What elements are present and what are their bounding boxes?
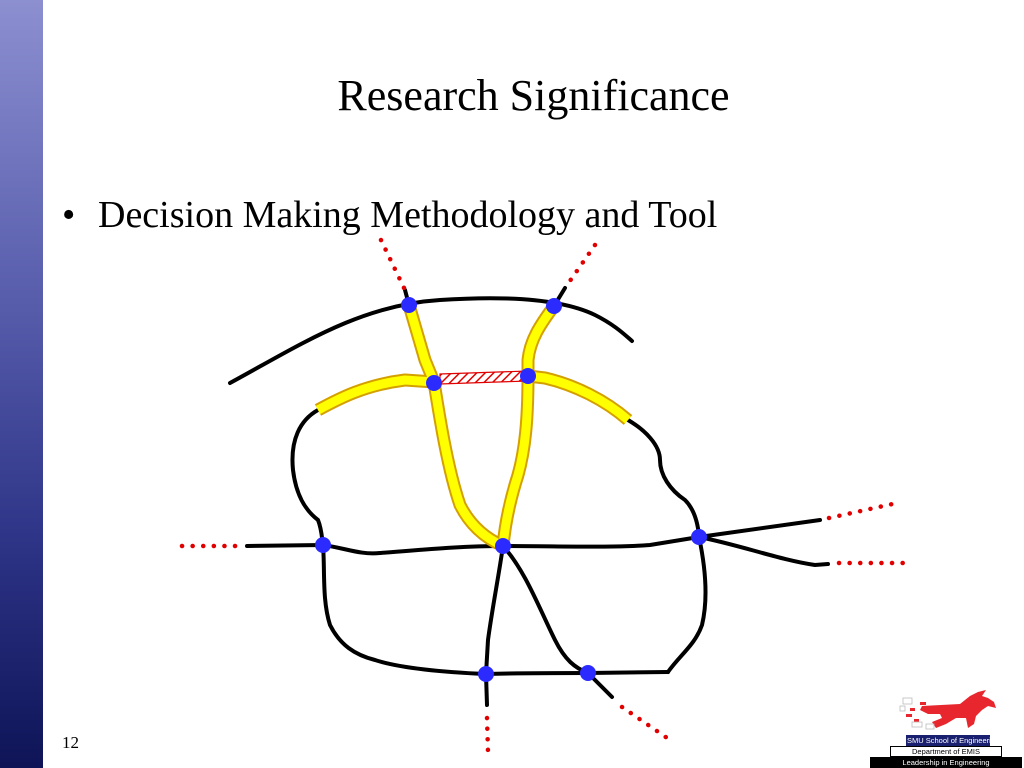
node-top-right [546,298,562,314]
node-middle-right [691,529,707,545]
smu-logo: SMU School of Engineering Department of … [870,688,1022,768]
bullet-dot: • [62,194,76,236]
highlighted-routes [314,302,633,552]
road-bottom-horizontal [484,670,670,676]
slide-number: 12 [62,733,79,752]
node-upper-left [426,375,442,391]
node-middle-left [315,537,331,553]
road-center-right-drop [501,544,590,675]
road-right-arc [626,418,701,538]
logo-department-line: Department of EMIS [890,746,1002,757]
road-top-arc [228,296,634,385]
road-right-lower-loop [666,535,708,674]
network-nodes [315,297,707,682]
exit-top-right [562,242,598,291]
exit-bottom-right [619,704,673,743]
exit-top-left [378,237,408,293]
bullet-text: Decision Making Methodology and Tool [98,194,718,236]
bullet-item: • Decision Making Methodology and Tool [62,193,717,237]
exit-right-upper [826,500,900,521]
node-bottom-left [478,666,494,682]
road-right-upper-branch [697,518,822,539]
logo-school-line: SMU School of Engineering [906,735,1000,746]
road-left-lower-loop [321,543,488,676]
hatched-link [439,370,529,385]
road-right-lower-branch [697,535,830,568]
node-upper-right [520,368,536,384]
exit-bottom-left [484,715,491,755]
node-middle-center [495,538,511,554]
node-top-left [401,297,417,313]
slide-title: Research Significance [337,71,730,120]
logo-tagline: Leadership in Engineering [870,757,1022,768]
slide-side-bar [0,0,43,768]
dotted-exits [179,237,910,755]
road-center-left-drop [484,544,505,676]
mustang-logo-icon [899,690,996,730]
road-left-loop [290,408,325,547]
node-bottom-right [580,665,596,681]
road-middle-horizontal [245,535,701,556]
